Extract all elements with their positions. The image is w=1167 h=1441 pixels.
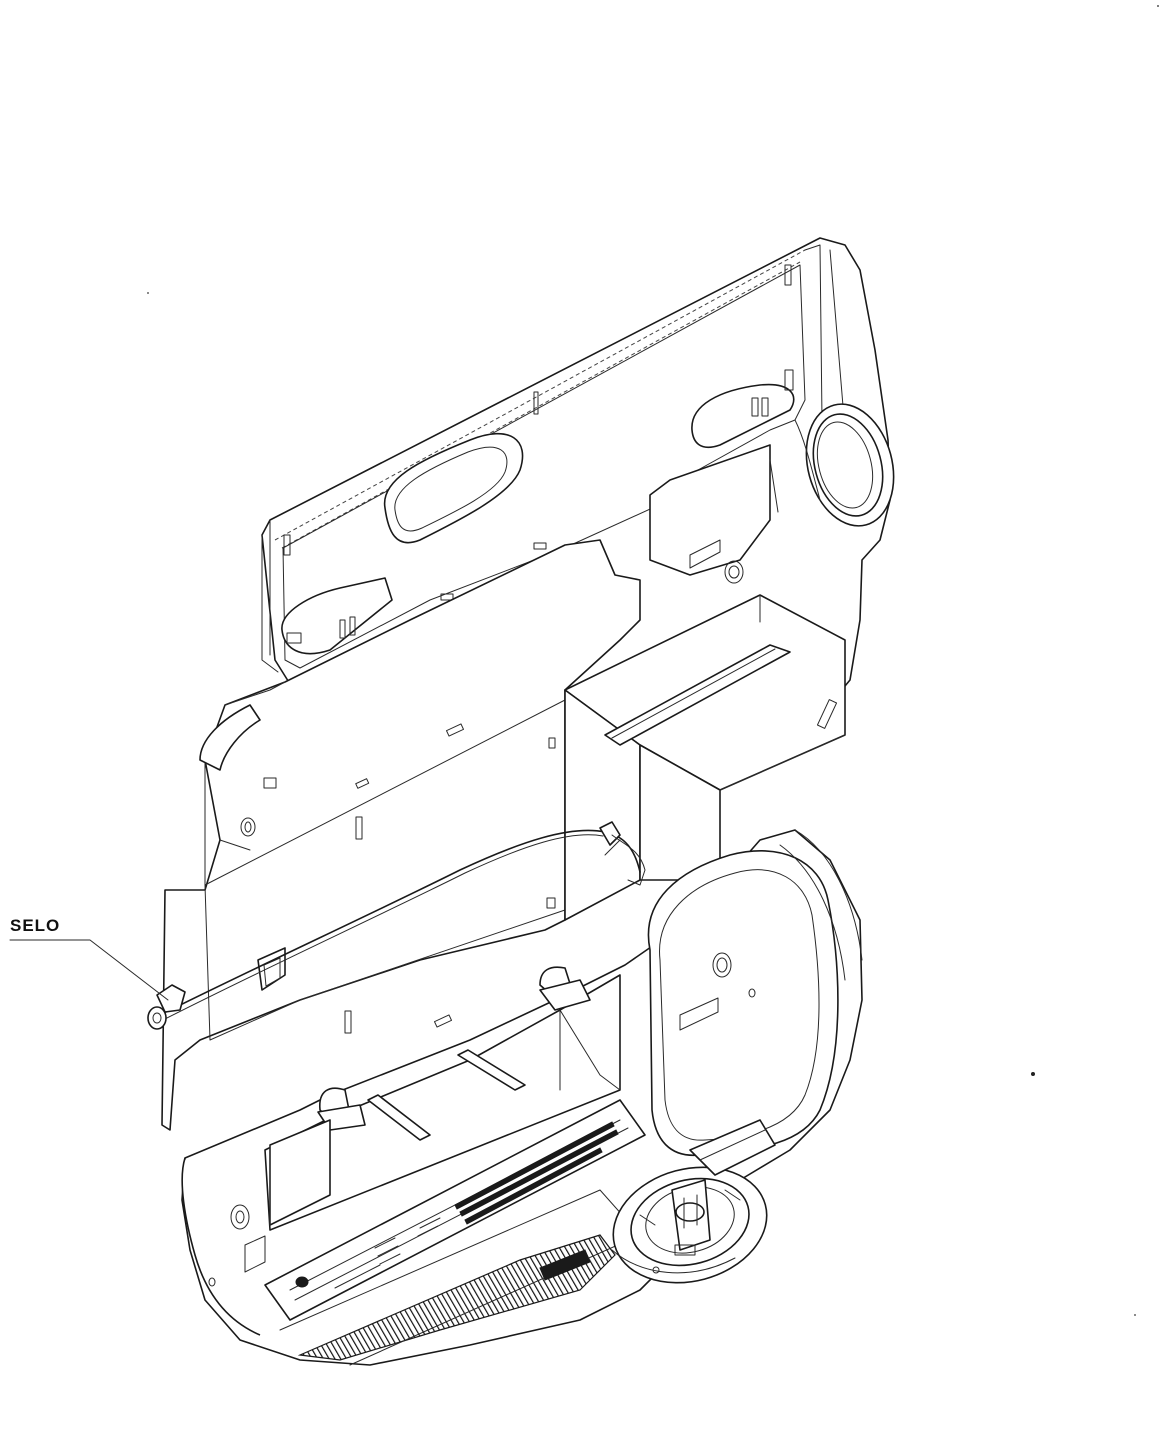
battery-tray	[264, 966, 621, 1231]
selo-callout-label: SELO	[10, 916, 61, 935]
upper-knob	[794, 403, 895, 527]
lower-knob	[611, 1166, 768, 1284]
selo-seal	[147, 984, 186, 1030]
bottom-grill	[279, 1189, 641, 1366]
scan-specks	[147, 5, 1159, 1316]
seal-wire	[159, 821, 646, 1021]
center-frame	[161, 539, 641, 1131]
control-module-box	[564, 594, 846, 921]
hinge-piece	[689, 1119, 776, 1176]
selo-leader-line	[9, 939, 169, 1001]
upper-right-bracket	[649, 444, 779, 584]
rating-label-plate	[264, 1099, 646, 1321]
